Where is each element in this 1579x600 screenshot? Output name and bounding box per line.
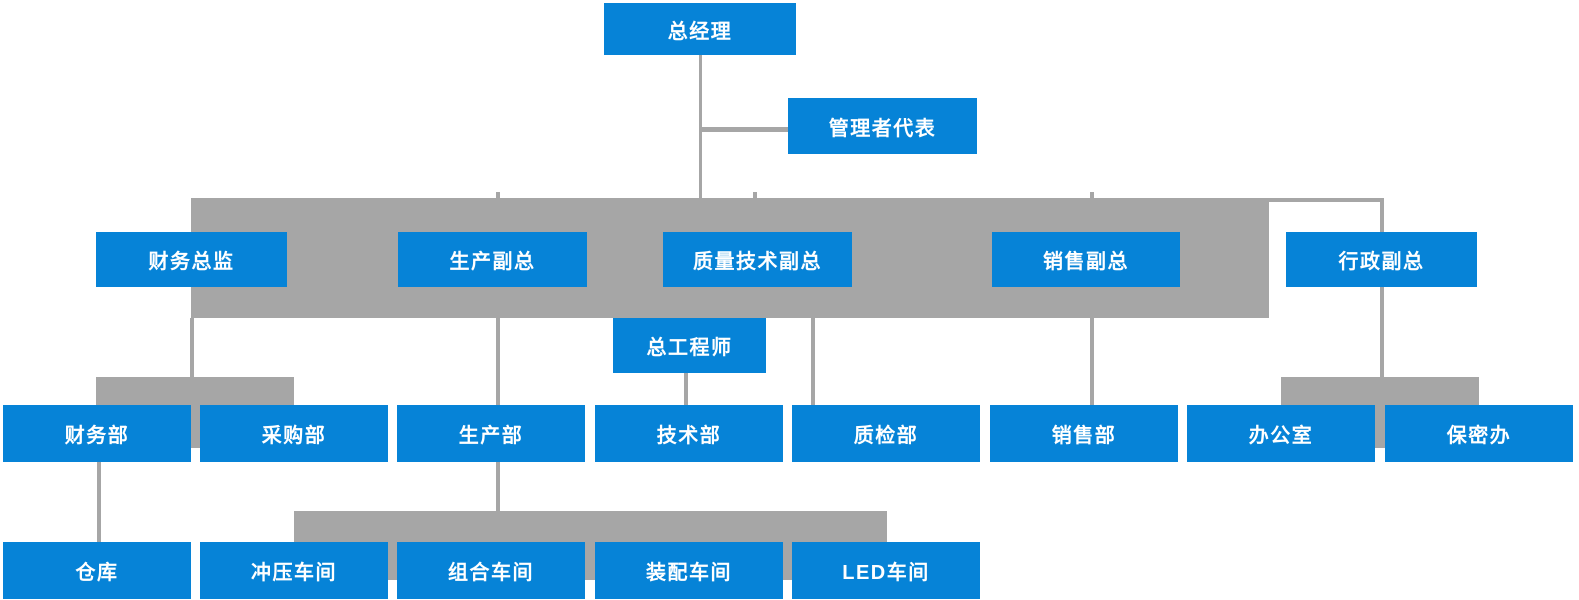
node-management-representative: 管理者代表 xyxy=(788,98,977,154)
node-combination-workshop: 组合车间 xyxy=(397,542,585,599)
node-finance-dept: 财务部 xyxy=(3,405,191,462)
node-label: LED车间 xyxy=(842,562,930,584)
node-production-dept: 生产部 xyxy=(397,405,585,462)
node-warehouse: 仓库 xyxy=(3,542,191,599)
connector-stub-quality xyxy=(753,192,757,198)
node-label: 总经理 xyxy=(667,20,733,43)
node-label: 管理者代表 xyxy=(828,117,937,140)
node-label: 销售部 xyxy=(1051,425,1117,447)
node-production-vp: 生产副总 xyxy=(398,232,587,287)
connector-management-rep xyxy=(702,127,788,132)
node-label: 生产部 xyxy=(458,425,524,447)
node-sales-dept: 销售部 xyxy=(990,405,1178,462)
node-technology-dept: 技术部 xyxy=(595,405,783,462)
node-label: 装配车间 xyxy=(646,562,732,584)
connector-admin-elbow-v xyxy=(1380,198,1384,236)
connector-admin-elbow-h xyxy=(1269,198,1384,202)
node-sales-vp: 销售副总 xyxy=(992,232,1180,287)
connector-findept-to-warehouse xyxy=(97,462,101,542)
node-assembly-workshop: 装配车间 xyxy=(595,542,783,599)
node-label: 组合车间 xyxy=(448,562,534,584)
connector-root-vertical xyxy=(699,55,702,198)
connector-chief-to-tech xyxy=(684,373,688,405)
node-label: 仓库 xyxy=(75,562,119,584)
node-label: 质量技术副总 xyxy=(693,251,822,273)
connector-production-down xyxy=(496,318,500,405)
node-label: 销售副总 xyxy=(1043,251,1129,273)
node-chief-engineer: 总工程师 xyxy=(613,318,766,373)
node-label: 总工程师 xyxy=(646,337,733,359)
node-admin-vp: 行政副总 xyxy=(1286,232,1477,287)
connector-sales-down xyxy=(1090,318,1094,405)
node-stamping-workshop: 冲压车间 xyxy=(200,542,388,599)
node-confidentiality-office: 保密办 xyxy=(1385,405,1573,462)
node-label: 冲压车间 xyxy=(251,562,337,584)
connector-stub-sales xyxy=(1090,192,1094,198)
node-label: 技术部 xyxy=(656,425,722,447)
node-general-manager: 总经理 xyxy=(604,3,796,55)
node-label: 财务总监 xyxy=(148,251,235,273)
connector-admin-down xyxy=(1380,287,1384,377)
connector-finance-down xyxy=(190,318,194,377)
node-label: 采购部 xyxy=(261,425,327,447)
node-label: 保密办 xyxy=(1446,425,1512,447)
node-quality-inspection-dept: 质检部 xyxy=(792,405,980,462)
node-finance-director: 财务总监 xyxy=(96,232,287,287)
node-label: 行政副总 xyxy=(1338,251,1425,273)
connector-workshop-bar xyxy=(294,511,887,580)
node-label: 质检部 xyxy=(853,425,919,447)
connector-stub-production xyxy=(496,192,500,198)
node-led-workshop: LED车间 xyxy=(792,542,980,599)
node-label: 财务部 xyxy=(64,425,130,447)
node-office: 办公室 xyxy=(1187,405,1375,462)
connector-proddept-down xyxy=(496,462,500,511)
node-quality-tech-vp: 质量技术副总 xyxy=(663,232,852,287)
connector-quality-inspection xyxy=(811,318,815,405)
node-purchasing-dept: 采购部 xyxy=(200,405,388,462)
node-label: 办公室 xyxy=(1248,425,1314,447)
node-label: 生产副总 xyxy=(449,251,536,273)
